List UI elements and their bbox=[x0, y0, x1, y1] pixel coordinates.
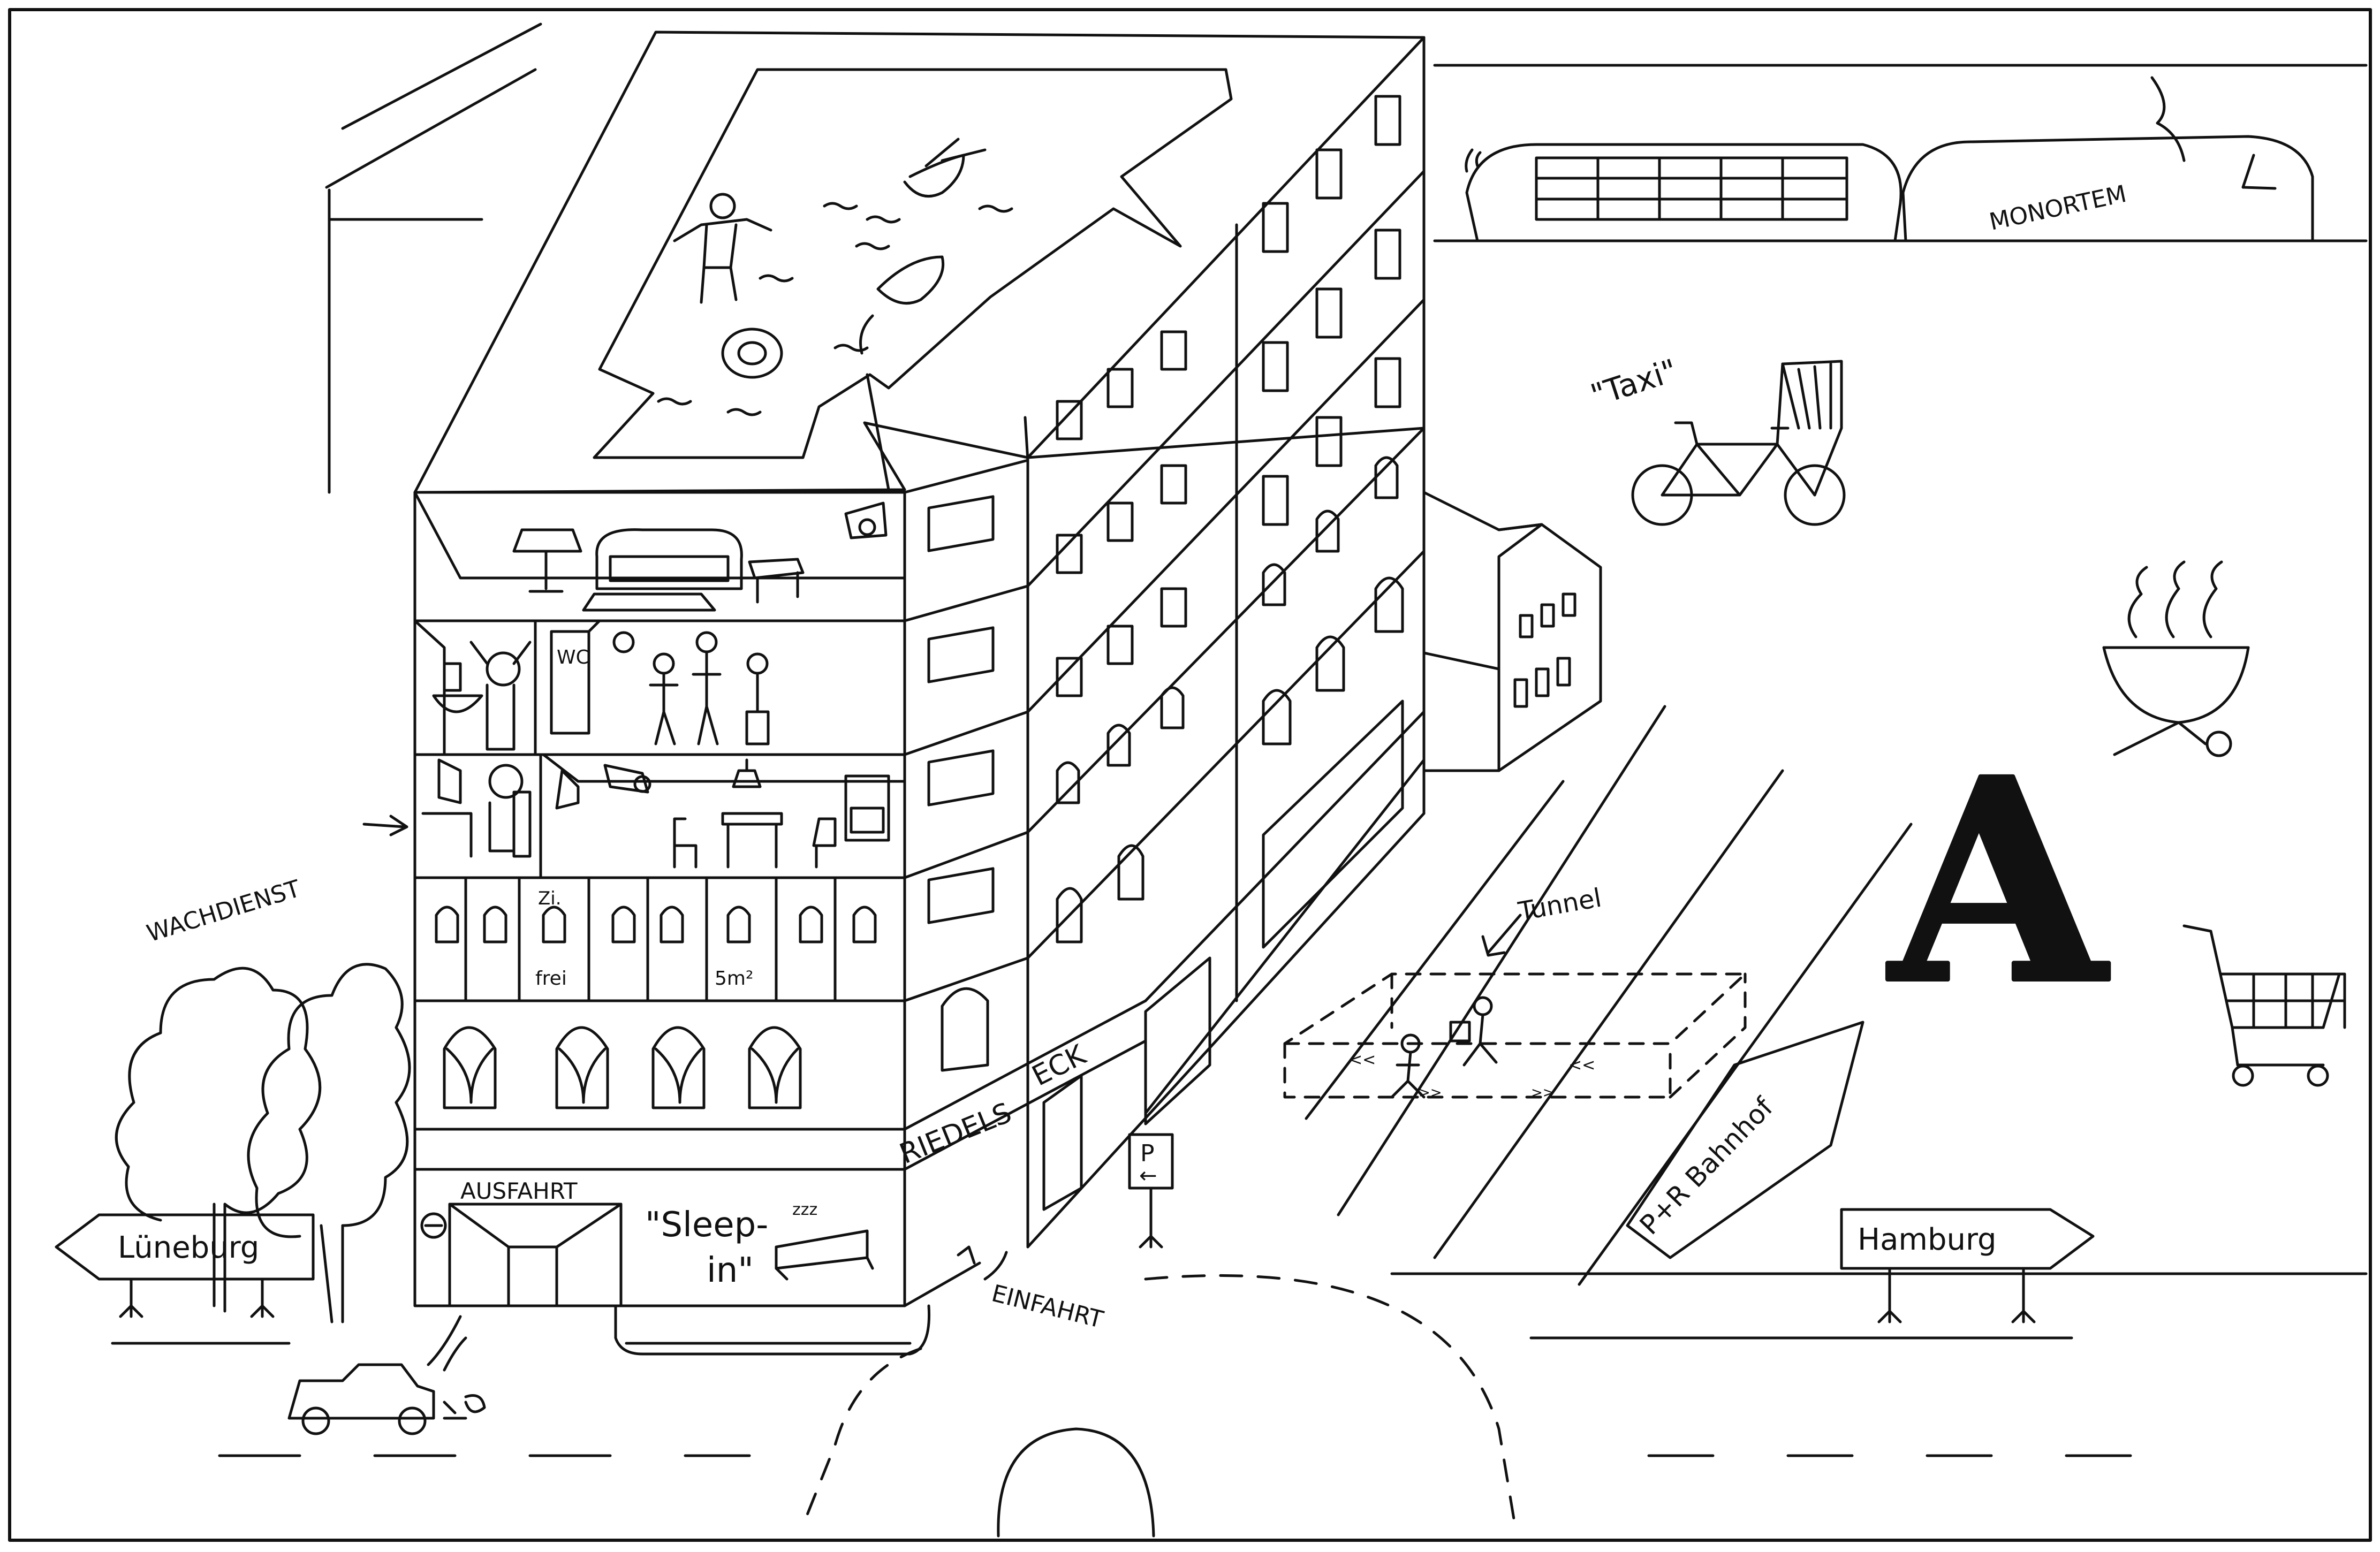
parking-label: P bbox=[1140, 1140, 1155, 1167]
tunnel-people: << << >> >> bbox=[1349, 996, 1595, 1101]
picture-frame bbox=[8, 8, 2372, 1542]
svg-text:>>: >> bbox=[1419, 1085, 1442, 1101]
facade-windows bbox=[1042, 95, 1404, 1211]
pharmacy-sign: A bbox=[1883, 716, 2114, 1047]
building-front bbox=[413, 491, 906, 1307]
svg-text:>>: >> bbox=[1531, 1085, 1555, 1101]
sofa-icon bbox=[595, 528, 743, 590]
small-rooms-floor: Zi. frei 5m² bbox=[435, 876, 877, 1002]
entrance-label: EINFAHRT bbox=[989, 1280, 1106, 1334]
parking-arrow: ← bbox=[1139, 1163, 1157, 1188]
room-size-label: 5m² bbox=[715, 968, 753, 990]
riedels-sign: RIEDELS bbox=[895, 1097, 1016, 1170]
rooftop-pool bbox=[657, 138, 1013, 416]
pr-bahnhof-label: P+R Bahnhof bbox=[1634, 1091, 1780, 1241]
camera-icon bbox=[844, 501, 888, 539]
monorail-train: MONORTEM bbox=[1433, 64, 2368, 242]
entrance-label-group: EINFAHRT bbox=[957, 1245, 1106, 1334]
driveway-curb bbox=[614, 1304, 931, 1356]
shopping-cart-icon bbox=[2182, 924, 2346, 1087]
arched-windows-floor bbox=[443, 1026, 802, 1109]
living-room bbox=[413, 491, 906, 612]
wc-door bbox=[550, 630, 590, 735]
exit-label: AUSFAHRT bbox=[460, 1178, 578, 1204]
tunnel-label: Tunnel bbox=[1515, 883, 1604, 927]
trees bbox=[115, 963, 411, 1323]
hamburg-sign: Hamburg bbox=[1840, 1208, 2095, 1323]
roundabout bbox=[997, 1427, 1155, 1538]
swimmer-head-icon bbox=[709, 193, 736, 219]
drive-route bbox=[801, 1347, 922, 1527]
road-network bbox=[111, 705, 2368, 1538]
bathroom-floor: WC bbox=[413, 619, 770, 756]
bed-icon bbox=[775, 1229, 869, 1270]
pr-bahnhof-sign: P+R Bahnhof bbox=[1626, 1021, 1864, 1259]
bbq-grill-icon bbox=[2102, 560, 2250, 757]
bicycle-wheel-icon bbox=[1784, 464, 1846, 526]
clock-icon bbox=[612, 631, 635, 653]
building-long-facade bbox=[1026, 36, 1426, 1249]
lueneburg-sign: Lüneburg bbox=[55, 1213, 315, 1318]
small-house bbox=[1422, 491, 1602, 772]
pharmacy-letter: A bbox=[1885, 718, 2112, 1045]
security-label: WACHDIENST bbox=[143, 875, 304, 948]
garage-exit bbox=[448, 1203, 623, 1307]
ceiling-camera-icon bbox=[603, 764, 649, 794]
security-label-group: WACHDIENST bbox=[143, 815, 408, 948]
car-icon bbox=[287, 1315, 486, 1435]
life-ring-icon bbox=[721, 328, 783, 379]
sleep-in-line1: "Sleep- bbox=[645, 1205, 768, 1245]
tunnel bbox=[1283, 972, 1747, 1099]
tunnel-label-group: Tunnel bbox=[1481, 883, 1604, 957]
ground-floor: AUSFAHRT "Sleep- in" zzz bbox=[420, 1178, 874, 1307]
svg-text:<<: << bbox=[1568, 1056, 1595, 1075]
stove-icon bbox=[844, 774, 890, 842]
hamburg-label: Hamburg bbox=[1858, 1222, 1997, 1257]
parking-sign: P ← bbox=[1128, 1133, 1174, 1249]
taxi-label: "Taxi" bbox=[1586, 352, 1681, 414]
security-and-kitchen-floor bbox=[421, 753, 906, 879]
background-lines bbox=[325, 22, 542, 494]
rickshaw-taxi: "Taxi" bbox=[1586, 352, 1846, 526]
room-number-label: Zi. bbox=[538, 888, 562, 909]
building-roof bbox=[413, 31, 1426, 494]
sleep-in-line2: in" bbox=[707, 1251, 754, 1290]
room-free-label: frei bbox=[535, 968, 567, 990]
wc-label: WC bbox=[557, 646, 589, 668]
building-side: RIEDELS ECK bbox=[895, 459, 1147, 1307]
no-entry-icon bbox=[420, 1212, 447, 1239]
zzz-label: zzz bbox=[792, 1200, 817, 1219]
svg-text:<<: << bbox=[1349, 1051, 1376, 1069]
monorail-label: MONORTEM bbox=[1987, 180, 2129, 236]
lueneburg-label: Lüneburg bbox=[118, 1230, 259, 1265]
